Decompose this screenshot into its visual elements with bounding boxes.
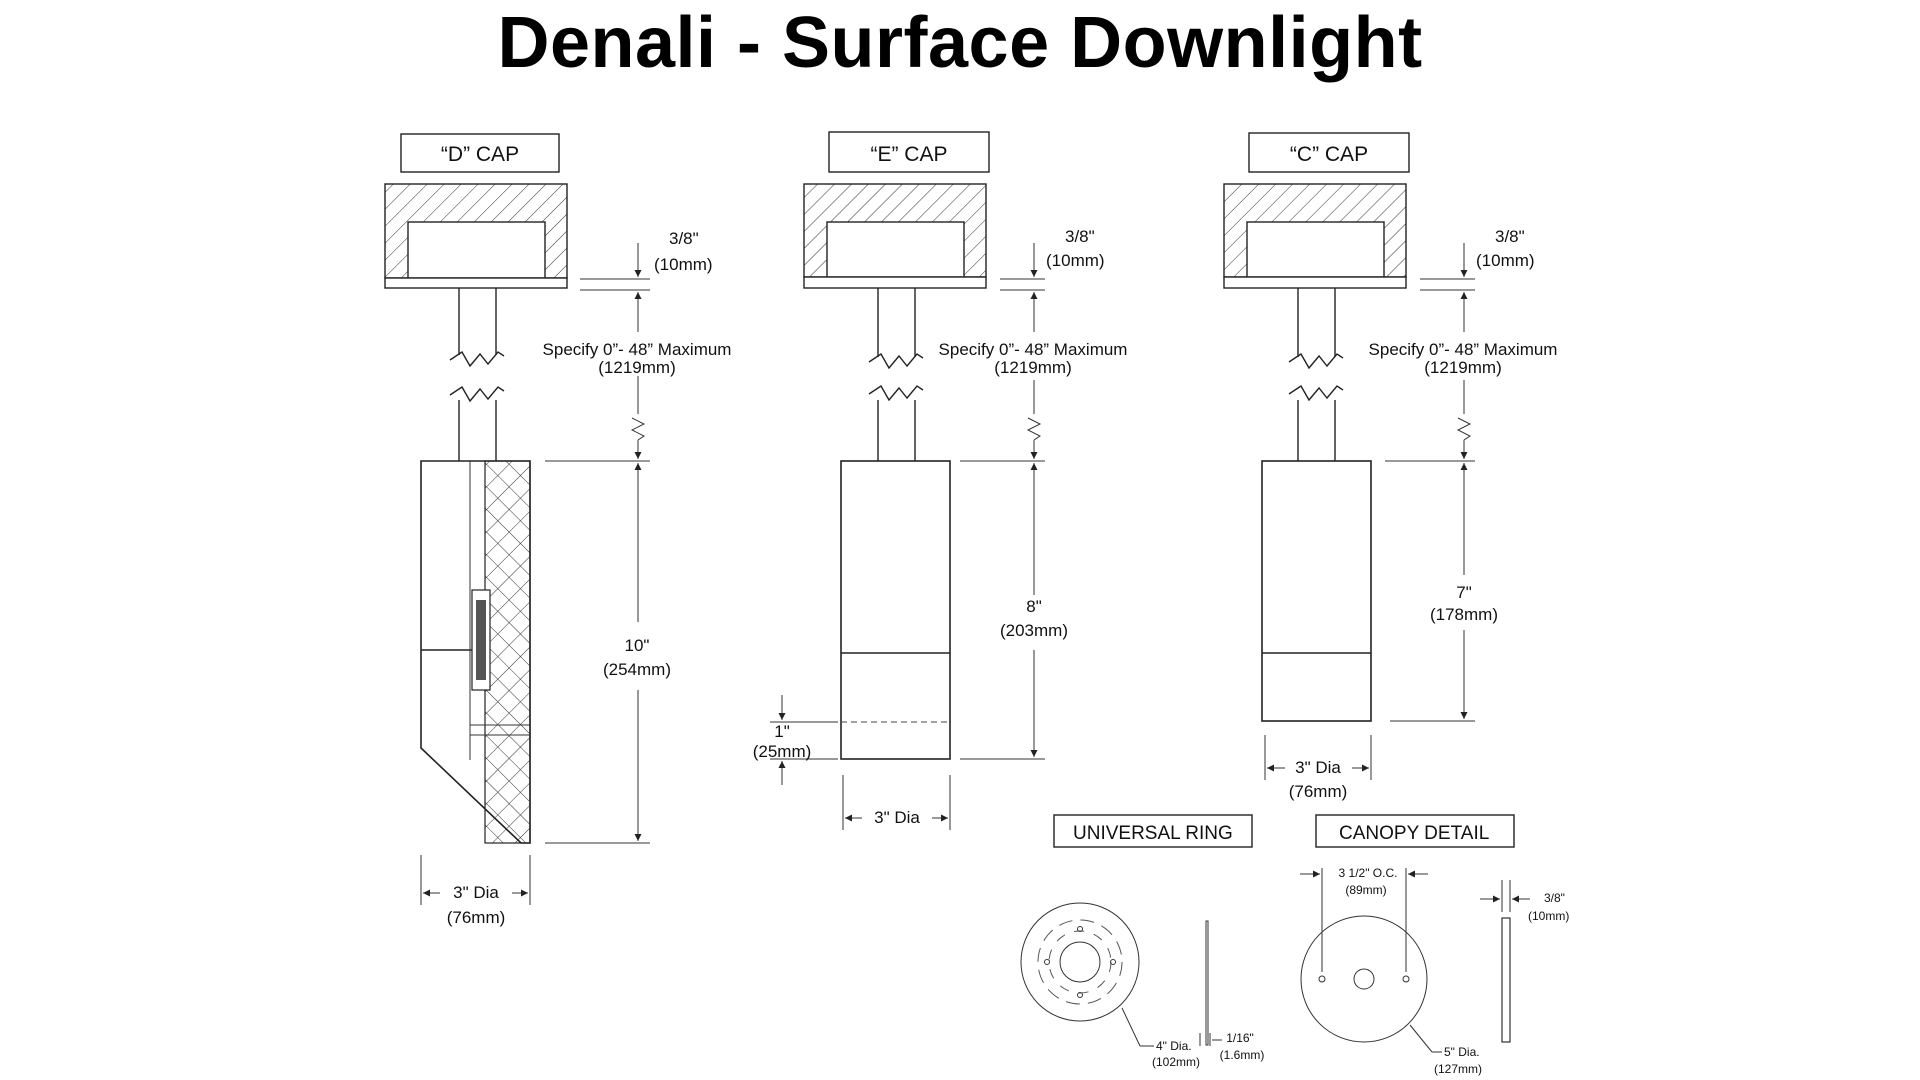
e-cap-label-box <box>828 131 990 173</box>
canopy-detail-dia-mm: (127mm) <box>1434 1062 1482 1076</box>
d-stem-spec-mm: (1219mm) <box>598 358 675 377</box>
canopy-detail-drawing <box>1300 915 1511 1043</box>
d-dia-mm: (76mm) <box>447 908 506 927</box>
universal-ring-drawing <box>1020 902 1209 1046</box>
d-cap-label: “D” CAP <box>441 143 519 166</box>
d-canopy <box>384 183 568 289</box>
canopy-detail-dia: 5" Dia. <box>1444 1045 1480 1059</box>
e-canopy <box>803 183 987 289</box>
canopy-detail-oc: 3 1/2" O.C. <box>1339 866 1398 880</box>
c-height-mm: (178mm) <box>1430 605 1498 624</box>
c-dia-mm: (76mm) <box>1289 782 1348 801</box>
canopy-detail-oc-mm: (89mm) <box>1345 883 1386 897</box>
e-cap-assembly: “E” CAP <box>753 131 1128 830</box>
e-dimensions <box>770 243 1045 830</box>
d-stem-spec: Specify 0”- 48” Maximum <box>543 340 732 359</box>
c-cap-assembly: “C” CAP <box>1223 132 1558 801</box>
universal-ring-label: UNIVERSAL RING <box>1073 823 1233 844</box>
d-height: 10" <box>625 636 650 655</box>
e-cap-label: “E” CAP <box>870 143 947 166</box>
e-stem-spec: Specify 0”- 48” Maximum <box>939 340 1128 359</box>
universal-ring-thickness: 1/16" <box>1226 1031 1254 1045</box>
d-cap-assembly: “D” CAP <box>384 133 732 927</box>
canopy-detail-label: CANOPY DETAIL <box>1339 823 1489 844</box>
canopy-detail: CANOPY DETAIL 3 1/2" O.C. (89mm) 3/8" (1… <box>1300 814 1569 1076</box>
e-height-mm: (203mm) <box>1000 621 1068 640</box>
c-cap-gap: 3/8" <box>1495 227 1525 246</box>
c-dimensions <box>1264 243 1475 780</box>
c-height: 7" <box>1456 583 1472 602</box>
c-dia: 3" Dia <box>1295 758 1341 777</box>
universal-ring-dimensions <box>1121 1007 1222 1047</box>
e-cap-gap: 3/8" <box>1065 227 1095 246</box>
e-cap-gap-mm: (10mm) <box>1046 251 1105 270</box>
d-dimensions <box>420 243 650 905</box>
c-stem-spec: Specify 0”- 48” Maximum <box>1369 340 1558 359</box>
universal-ring-label-box <box>1053 814 1253 848</box>
c-stem <box>1288 288 1344 461</box>
e-recess: 1" <box>774 722 790 741</box>
universal-ring-dia: 4" Dia. <box>1156 1039 1192 1053</box>
d-height-mm: (254mm) <box>603 660 671 679</box>
e-fixture-body <box>840 460 951 760</box>
d-fixture-body <box>420 460 531 844</box>
c-cap-label-box <box>1248 132 1410 173</box>
d-stem <box>449 288 505 461</box>
e-recess-mm: (25mm) <box>753 742 812 761</box>
d-cap-gap-mm: (10mm) <box>654 255 713 274</box>
canopy-detail-thickness: 3/8" <box>1544 891 1565 905</box>
d-dia: 3" Dia <box>453 883 499 902</box>
universal-ring-dia-mm: (102mm) <box>1152 1055 1200 1069</box>
canopy-detail-dimensions <box>1300 868 1530 1053</box>
c-stem-spec-mm: (1219mm) <box>1424 358 1501 377</box>
universal-ring-thickness-mm: (1.6mm) <box>1220 1048 1265 1062</box>
e-height: 8" <box>1026 597 1042 616</box>
c-fixture-body <box>1261 460 1372 722</box>
canopy-detail-thickness-mm: (10mm) <box>1528 909 1569 923</box>
c-cap-gap-mm: (10mm) <box>1476 251 1535 270</box>
e-stem <box>868 288 924 461</box>
d-cap-label-box <box>400 133 560 173</box>
c-cap-label: “C” CAP <box>1290 143 1368 166</box>
e-dia: 3" Dia <box>874 808 920 827</box>
e-stem-spec-mm: (1219mm) <box>994 358 1071 377</box>
universal-ring-detail: UNIVERSAL RING 4" Dia. (102mm) 1/16" (1.… <box>1020 814 1265 1069</box>
page-title: Denali - Surface Downlight <box>497 3 1423 83</box>
canopy-detail-label-box <box>1315 814 1515 848</box>
d-cap-gap: 3/8" <box>669 229 699 248</box>
c-canopy <box>1223 183 1407 289</box>
